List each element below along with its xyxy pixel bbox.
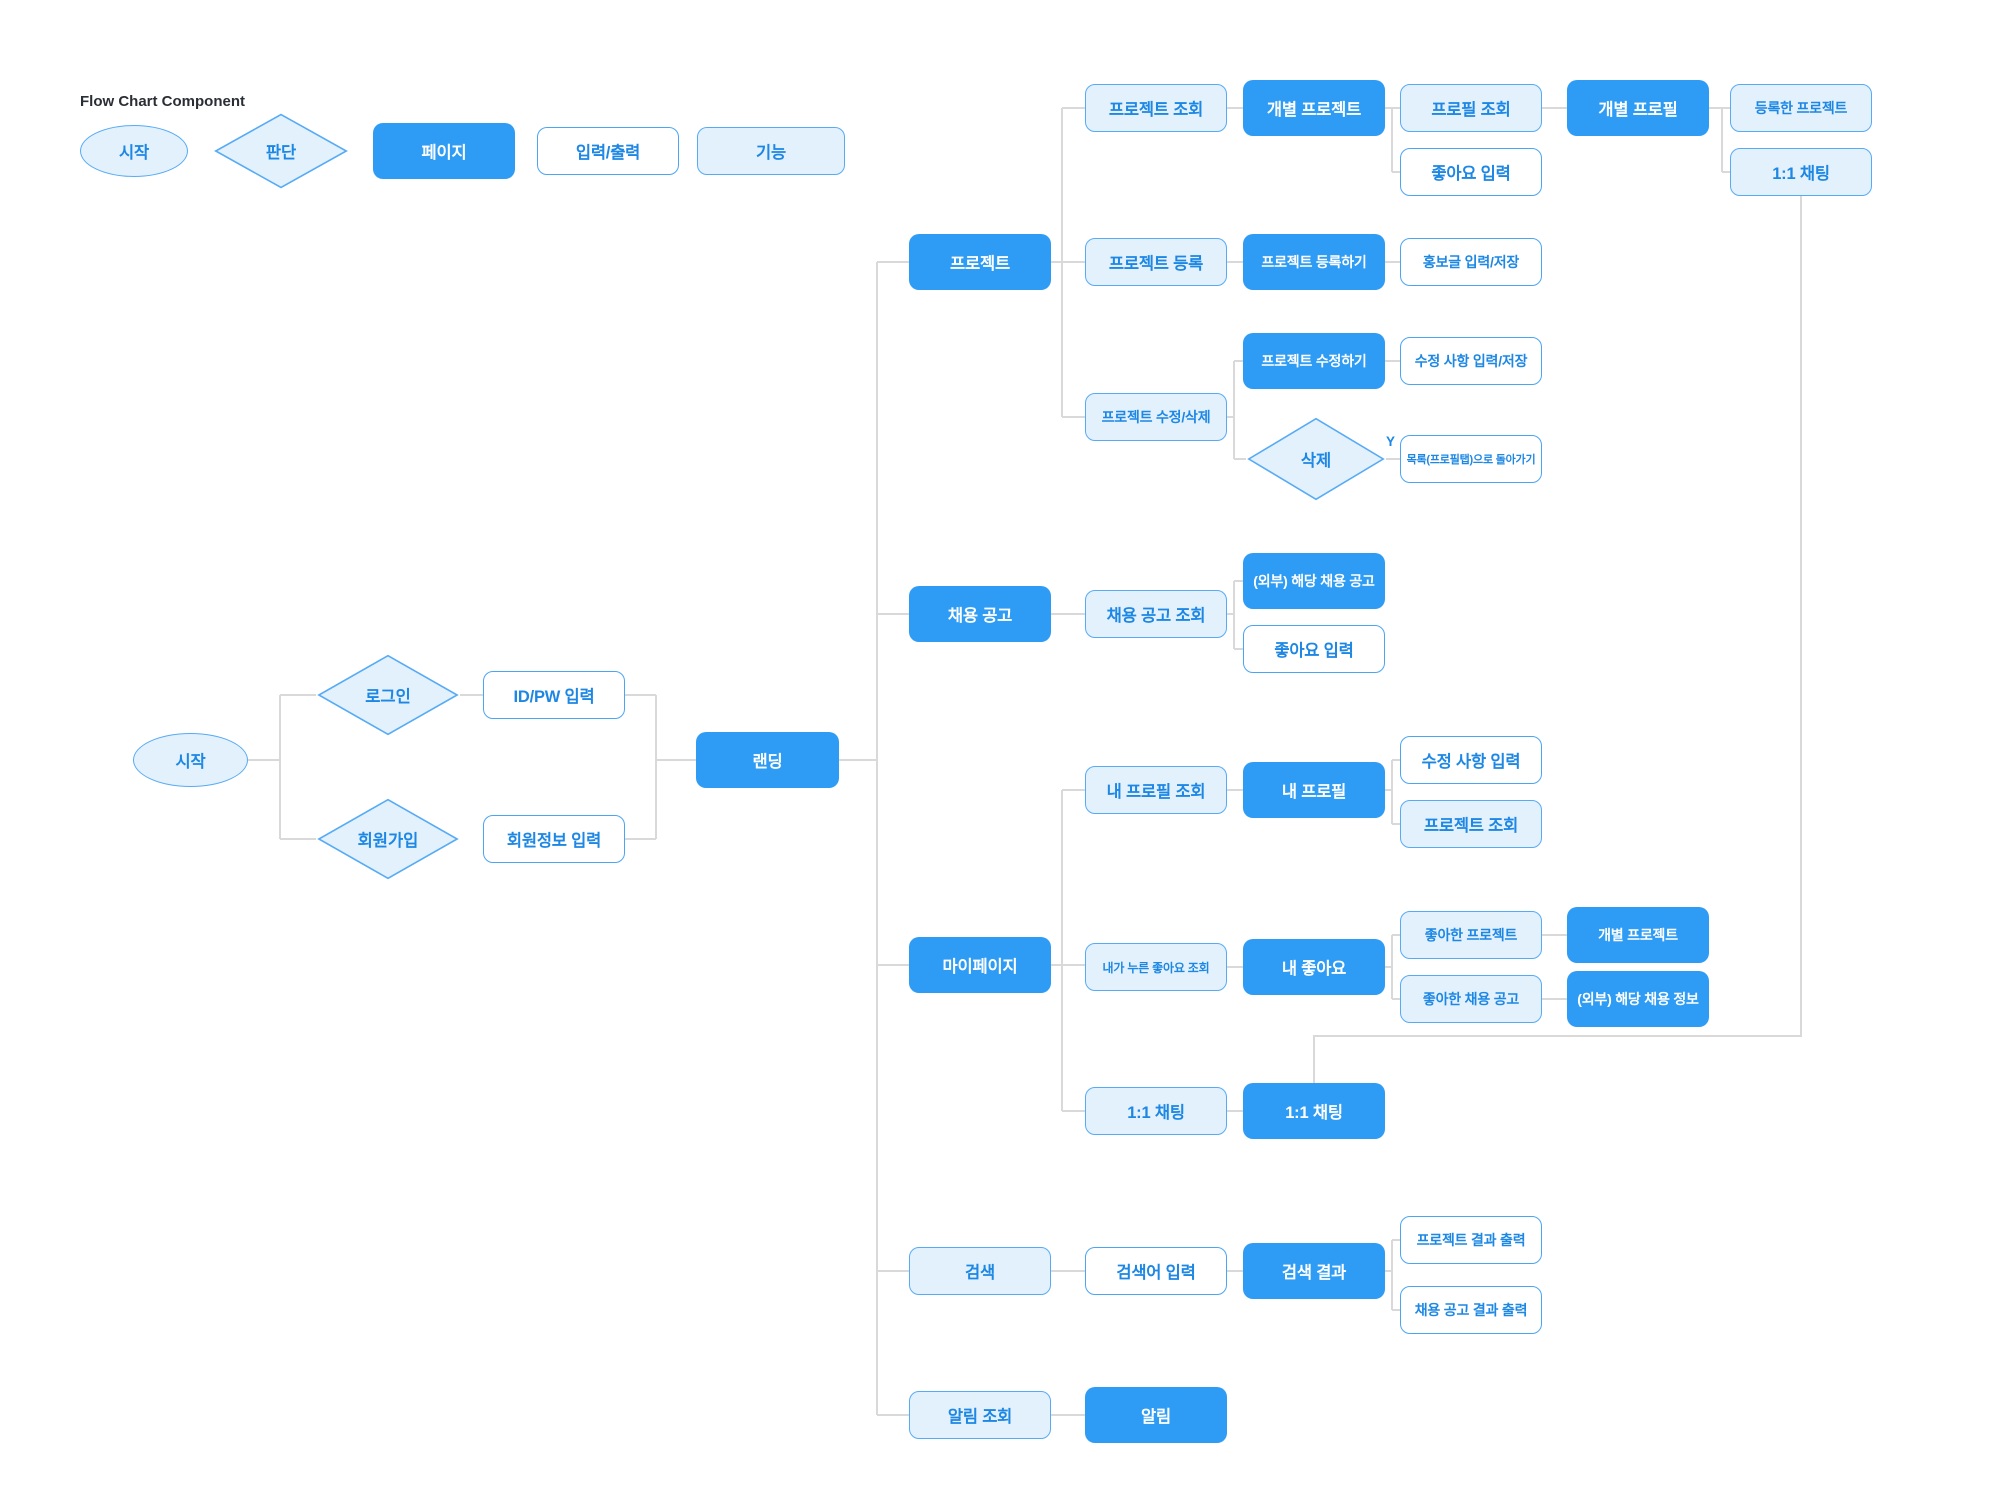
diamond-shape-icon — [213, 113, 349, 189]
node-promo-input-save[interactable]: 홍보글 입력/저장 — [1400, 238, 1542, 286]
node-liked-job-external-page[interactable]: (외부) 해당 채용 정보 — [1567, 971, 1709, 1027]
node-login-decision[interactable]: 로그인 — [316, 654, 460, 736]
node-edit-input[interactable]: 수정 사항 입력 — [1400, 736, 1542, 784]
legend-io-shape[interactable]: 입력/출력 — [537, 127, 679, 175]
node-chat-page[interactable]: 1:1 채팅 — [1243, 1083, 1385, 1139]
node-project-view[interactable]: 프로젝트 조회 — [1085, 84, 1227, 132]
node-my-profile-page[interactable]: 내 프로필 — [1243, 762, 1385, 818]
diamond-shape-icon — [316, 654, 460, 736]
node-back-to-list[interactable]: 목록(프로필탭)으로 돌아가기 — [1400, 435, 1542, 483]
diamond-shape-icon — [316, 798, 460, 880]
node-job-page[interactable]: 채용 공고 — [909, 586, 1051, 642]
node-signup-decision[interactable]: 회원가입 — [316, 798, 460, 880]
node-liked-jobs[interactable]: 좋아한 채용 공고 — [1400, 975, 1542, 1023]
node-my-likes-view[interactable]: 내가 누른 좋아요 조회 — [1085, 943, 1227, 991]
node-project-register-page[interactable]: 프로젝트 등록하기 — [1243, 234, 1385, 290]
node-profile-view[interactable]: 프로필 조회 — [1400, 84, 1542, 132]
node-search-job-output[interactable]: 채용 공고 결과 출력 — [1400, 1286, 1542, 1334]
node-project-page[interactable]: 프로젝트 — [909, 234, 1051, 290]
node-search-project-output[interactable]: 프로젝트 결과 출력 — [1400, 1216, 1542, 1264]
node-idpw-input[interactable]: ID/PW 입력 — [483, 671, 625, 719]
yes-branch-label: Y — [1386, 434, 1396, 449]
node-search-result-page[interactable]: 검색 결과 — [1243, 1243, 1385, 1299]
node-my-profile-view[interactable]: 내 프로필 조회 — [1085, 766, 1227, 814]
node-project-item-page[interactable]: 개별 프로젝트 — [1243, 80, 1385, 136]
node-signup-label: 회원가입 — [357, 832, 419, 850]
node-liked-projects[interactable]: 좋아한 프로젝트 — [1400, 911, 1542, 959]
node-alarm-view[interactable]: 알림 조회 — [909, 1391, 1051, 1439]
node-search-input[interactable]: 검색어 입력 — [1085, 1247, 1227, 1295]
node-search[interactable]: 검색 — [909, 1247, 1051, 1295]
legend-decision-shape[interactable]: 판단 — [213, 113, 349, 189]
node-like-input[interactable]: 좋아요 입력 — [1400, 148, 1542, 196]
node-job-view[interactable]: 채용 공고 조회 — [1085, 590, 1227, 638]
legend-start-shape[interactable]: 시작 — [80, 125, 188, 177]
node-project-register[interactable]: 프로젝트 등록 — [1085, 238, 1227, 286]
legend-title: Flow Chart Component — [80, 93, 245, 110]
legend-decision-label: 판단 — [265, 144, 297, 162]
node-delete-decision[interactable]: 삭제 — [1246, 417, 1386, 501]
node-profile-item-page[interactable]: 개별 프로필 — [1567, 80, 1709, 136]
legend-page-shape[interactable]: 페이지 — [373, 123, 515, 179]
node-login-label: 로그인 — [365, 688, 411, 706]
node-mypage-page[interactable]: 마이페이지 — [909, 937, 1051, 993]
diamond-shape-icon — [1246, 417, 1386, 501]
node-delete-label: 삭제 — [1300, 452, 1332, 470]
node-start[interactable]: 시작 — [133, 733, 248, 787]
node-my-project-view[interactable]: 프로젝트 조회 — [1400, 800, 1542, 848]
legend-function-shape[interactable]: 기능 — [697, 127, 845, 175]
node-landing-page[interactable]: 랜딩 — [696, 732, 839, 788]
node-project-edit-delete[interactable]: 프로젝트 수정/삭제 — [1085, 393, 1227, 441]
node-chat-menu[interactable]: 1:1 채팅 — [1085, 1087, 1227, 1135]
node-my-likes-page[interactable]: 내 좋아요 — [1243, 939, 1385, 995]
node-signup-info-input[interactable]: 회원정보 입력 — [483, 815, 625, 863]
node-liked-project-item-page[interactable]: 개별 프로젝트 — [1567, 907, 1709, 963]
node-edit-input-save[interactable]: 수정 사항 입력/저장 — [1400, 337, 1542, 385]
node-registered-projects[interactable]: 등록한 프로젝트 — [1730, 84, 1872, 132]
node-project-edit-page[interactable]: 프로젝트 수정하기 — [1243, 333, 1385, 389]
node-chat-from-profile[interactable]: 1:1 채팅 — [1730, 148, 1872, 196]
node-job-external-page[interactable]: (외부) 해당 채용 공고 — [1243, 553, 1385, 609]
node-job-like-input[interactable]: 좋아요 입력 — [1243, 625, 1385, 673]
node-alarm-page[interactable]: 알림 — [1085, 1387, 1227, 1443]
